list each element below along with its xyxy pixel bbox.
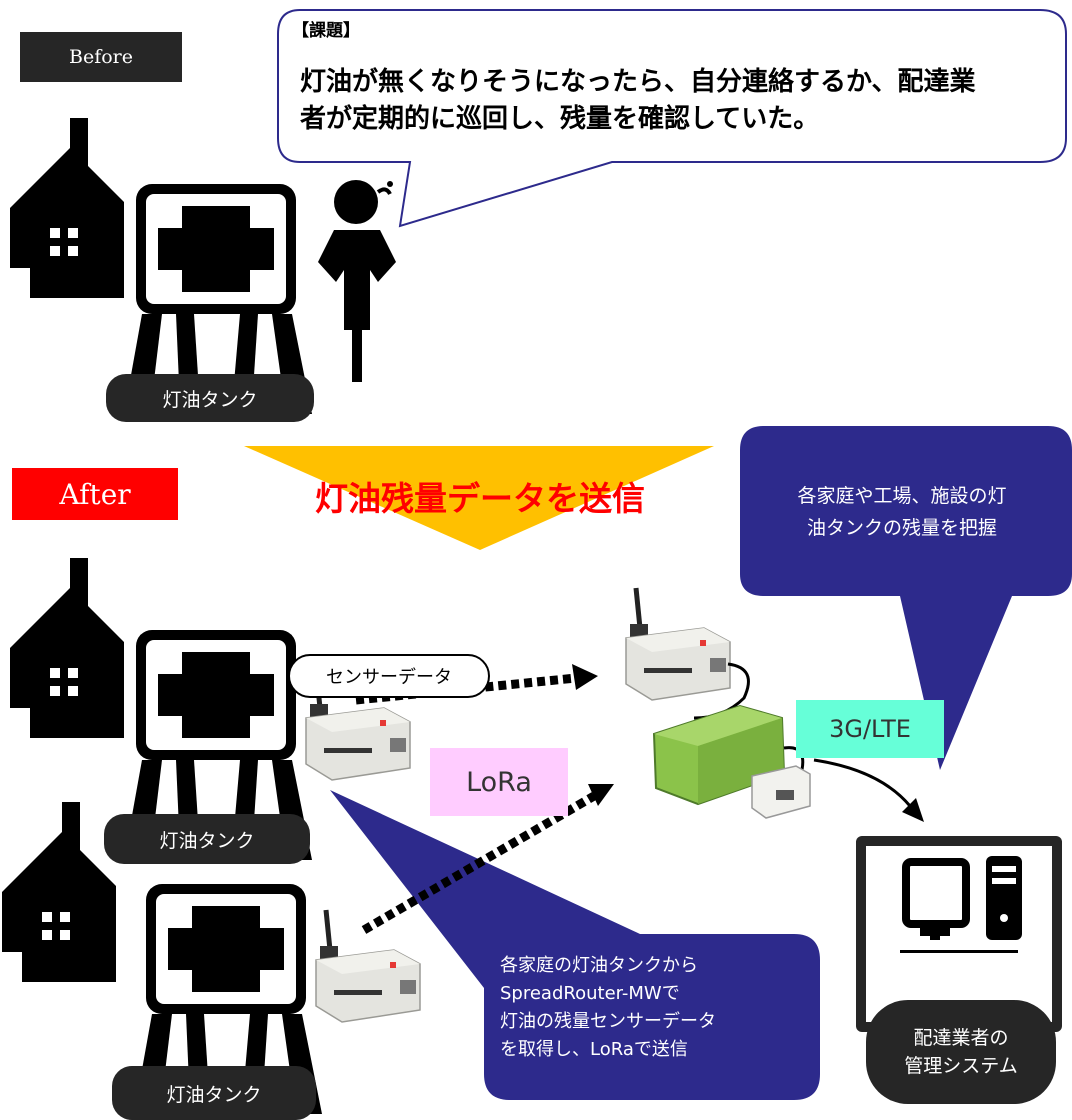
- lte-label: 3G/LTE: [796, 700, 944, 758]
- lora-link-2-arrowhead: [588, 784, 614, 806]
- tank-label-2: 灯油タンク: [104, 814, 310, 864]
- usb-dongle-icon: [751, 765, 811, 819]
- issue-line-1: 灯油が無くなりそうになったら、自分連絡するか、配達業: [300, 67, 976, 97]
- before-label: Before: [20, 32, 182, 82]
- management-line-2: 管理システム: [904, 1055, 1018, 1077]
- bottom-note-line-4: を取得し、LoRaで送信: [500, 1039, 688, 1060]
- bottom-note-line-3: 灯油の残量センサーデータ: [500, 1011, 716, 1032]
- management-system-icon: [856, 836, 1062, 1032]
- management-label-bg: [866, 1000, 1056, 1104]
- after-label: After: [12, 468, 178, 520]
- bottom-note-line-2: SpreadRouter-MWで: [500, 983, 680, 1004]
- lte-link: [813, 758, 912, 807]
- transmit-arrow: [244, 446, 714, 550]
- house-icon-3: [2, 802, 116, 982]
- management-line-1: 配達業者の: [913, 1027, 1009, 1049]
- house-icon-1: [10, 118, 124, 298]
- lte-link-arrowhead: [902, 798, 924, 822]
- house-icon-2: [10, 558, 124, 738]
- tank-label-1: 灯油タンク: [106, 374, 314, 422]
- gateway-device: [626, 588, 730, 700]
- sensor-data-label: センサーデータ: [288, 654, 490, 698]
- issue-body: 灯油が無くなりそうになったら、自分連絡するか、配達業 者が定期的に巡回し、残量を…: [300, 64, 1060, 138]
- bottom-note-line-1: 各家庭の灯油タンクから: [500, 955, 698, 976]
- top-note-callout: [740, 426, 1072, 770]
- tank-label-3: 灯油タンク: [112, 1066, 316, 1120]
- top-note-line-2: 油タンクの残量を把握: [806, 517, 997, 539]
- lora-label: LoRa: [430, 748, 568, 816]
- issue-speech-bubble: [277, 9, 1067, 228]
- management-label: 配達業者の 管理システム: [866, 1000, 1056, 1104]
- bottom-note: 各家庭の灯油タンクから SpreadRouter-MWで 灯油の残量センサーデー…: [500, 952, 810, 1064]
- lora-link-2: [361, 792, 597, 934]
- bottom-note-callout: [330, 790, 820, 1100]
- person-icon: [318, 180, 396, 382]
- transmit-label: 灯油残量データを送信: [315, 479, 645, 518]
- issue-heading: 【課題】: [292, 21, 360, 41]
- top-note: 各家庭や工場、施設の灯 油タンクの残量を把握: [752, 480, 1052, 544]
- issue-line-2: 者が定期的に巡回し、残量を確認していた。: [300, 104, 820, 134]
- top-note-line-1: 各家庭や工場、施設の灯: [797, 485, 1007, 507]
- lora-link-1-arrowhead: [572, 664, 598, 690]
